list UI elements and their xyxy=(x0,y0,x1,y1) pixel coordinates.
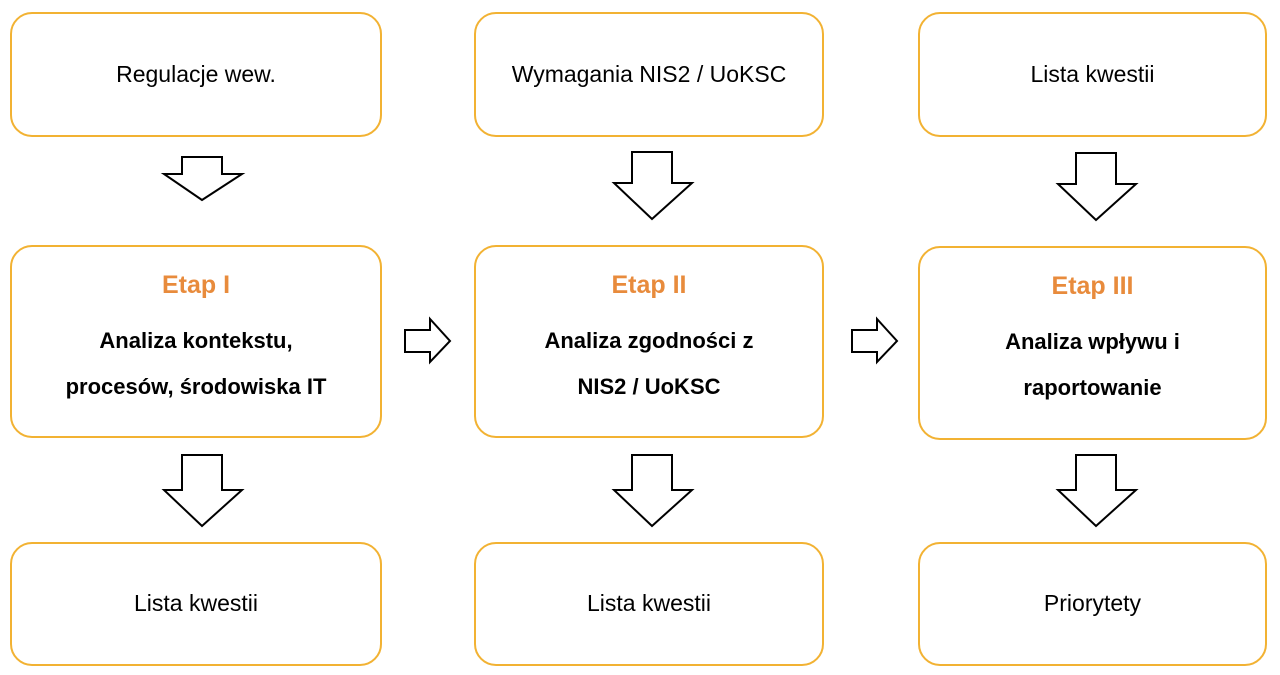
input-box-stage-3: Lista kwestii xyxy=(918,12,1267,137)
input-label-stage-1: Regulacje wew. xyxy=(116,60,276,87)
stage-description-line: Analiza kontekstu, xyxy=(99,327,293,353)
output-box-stage-2: Lista kwestii xyxy=(474,542,824,666)
input-label-stage-3: Lista kwestii xyxy=(1030,60,1155,87)
stage-box-2: Etap II Analiza zgodności z NIS2 / UoKSC xyxy=(474,245,824,438)
stage-description-line: Analiza zgodności z xyxy=(544,327,754,353)
input-label-stage-2: Wymagania NIS2 / UoKSC xyxy=(511,60,787,87)
right-arrow-icon xyxy=(851,316,899,365)
down-arrow-icon xyxy=(611,454,695,528)
down-arrow-icon xyxy=(611,151,695,221)
output-label-stage-2: Lista kwestii xyxy=(587,590,711,617)
down-arrow-icon xyxy=(1055,454,1139,528)
stage-box-3: Etap III Analiza wpływu i raportowanie xyxy=(918,246,1267,440)
down-arrow-icon xyxy=(160,156,246,202)
stage-description-line: raportowanie xyxy=(1023,375,1162,400)
down-arrow-icon xyxy=(1055,152,1139,222)
output-label-stage-1: Lista kwestii xyxy=(134,590,258,617)
stage-description-line: procesów, środowiska IT xyxy=(65,373,327,399)
stage-title-1: Etap I xyxy=(161,270,231,299)
stage-description-line: Analiza wpływu i xyxy=(1005,329,1180,354)
output-box-stage-3: Priorytety xyxy=(918,542,1267,666)
stage-box-1: Etap I Analiza kontekstu, procesów, środ… xyxy=(10,245,382,438)
output-box-stage-1: Lista kwestii xyxy=(10,542,382,666)
stage-description-line: NIS2 / UoKSC xyxy=(577,373,721,399)
input-box-stage-1: Regulacje wew. xyxy=(10,12,382,137)
down-arrow-icon xyxy=(161,454,245,528)
stage-title-3: Etap III xyxy=(1051,272,1134,300)
output-label-stage-3: Priorytety xyxy=(1043,590,1142,617)
right-arrow-icon xyxy=(404,316,452,365)
input-box-stage-2: Wymagania NIS2 / UoKSC xyxy=(474,12,824,137)
stage-description-3: Analiza wpływu i raportowanie xyxy=(987,319,1198,411)
stage-title-2: Etap II xyxy=(611,270,687,299)
stage-description-2: Analiza zgodności z NIS2 / UoKSC xyxy=(526,318,771,410)
stage-description-1: Analiza kontekstu, procesów, środowiska … xyxy=(48,318,345,410)
